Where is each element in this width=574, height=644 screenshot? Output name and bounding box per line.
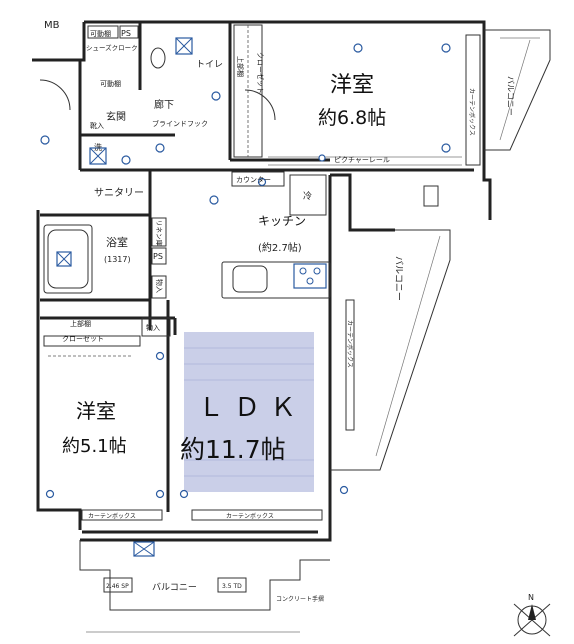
equipment-tag-2: 3.5 TD — [222, 583, 242, 590]
mb-label: MB — [44, 20, 60, 31]
bedroom2-name: 洋室 — [76, 399, 116, 423]
curtain-box-right-label: カーテンボックス — [468, 88, 476, 136]
kitchen-name: キッチン — [258, 214, 306, 228]
balcony-right-label: バルコニー — [506, 76, 515, 116]
toilet-label: トイレ — [196, 60, 223, 70]
ldk-highlight-grid — [184, 347, 314, 477]
concrete-rail-label: コンクリート手摺 — [276, 595, 324, 603]
upper-shelf-top-label: 上部棚 — [236, 56, 245, 77]
ldk-name: ＬＤＫ — [198, 393, 306, 423]
compass-north-label: N — [528, 593, 534, 602]
counter-label: カウンター — [236, 175, 271, 184]
curtain-box-side-label: カーテンボックス — [346, 320, 354, 368]
storage1-label: 物入 — [155, 279, 164, 293]
linen-label: リネン庫 — [155, 220, 164, 247]
bedroom1-name: 洋室 — [330, 73, 374, 98]
compass-icon — [513, 603, 551, 637]
hallway-label: 廊下 — [154, 98, 174, 111]
entry-fixtures — [39, 25, 276, 165]
wash-label: 洗 — [94, 142, 102, 152]
bathroom-fixtures — [43, 217, 171, 337]
equipment-tag-1: 2.46 SP — [106, 583, 129, 590]
bedroom2-size: 約5.1帖 — [62, 436, 127, 457]
ps-mid-label: PS — [153, 252, 163, 261]
shoe-closet-label: シューズクローク — [86, 43, 138, 52]
bedroom1-size: 約6.8帖 — [318, 107, 386, 129]
bedroom1-details — [233, 24, 481, 166]
blind-hook-label: ブラインドフック — [152, 119, 208, 128]
ps-top-label: PS — [121, 29, 131, 38]
curtain-box-bottom1-label: カーテンボックス — [88, 512, 136, 520]
closet-mid-label: クローゼット — [62, 334, 104, 343]
shelf-label-top: 可動棚 — [90, 29, 111, 38]
balcony-right-outline — [484, 29, 551, 151]
closet-top-label: クローゼット — [256, 52, 265, 94]
upper-shelf-mid-label: 上部棚 — [70, 319, 91, 328]
bottom-balcony-outline — [79, 509, 330, 633]
entrance-label: 玄関 — [106, 110, 126, 123]
balcony-bottom-label: バルコニー — [152, 582, 197, 593]
storage2-label: 物入 — [146, 323, 160, 332]
sanitary-label: サニタリー — [94, 187, 144, 199]
fridge-label: 冷 — [303, 190, 312, 202]
ldk-size: 約11.7帖 — [180, 435, 286, 464]
shoe-box-label: 靴入 — [90, 121, 104, 130]
picture-rail-label: ピクチャーレール — [334, 156, 390, 164]
curtain-box-bottom2-label: カーテンボックス — [226, 512, 274, 520]
ldk-highlight — [184, 332, 314, 492]
bath-label: 浴室 — [106, 235, 128, 249]
bath-size-label: (1317) — [104, 255, 131, 264]
interior-walls — [40, 22, 474, 512]
balcony-side-label: バルコニー — [393, 256, 404, 301]
bedroom2-details — [43, 335, 349, 499]
kitchen-size: (約2.7帖) — [258, 241, 302, 254]
balcony-side-outline — [330, 185, 451, 471]
kitchen-fixtures — [209, 154, 355, 431]
shelf-label-2: 可動棚 — [100, 79, 121, 88]
